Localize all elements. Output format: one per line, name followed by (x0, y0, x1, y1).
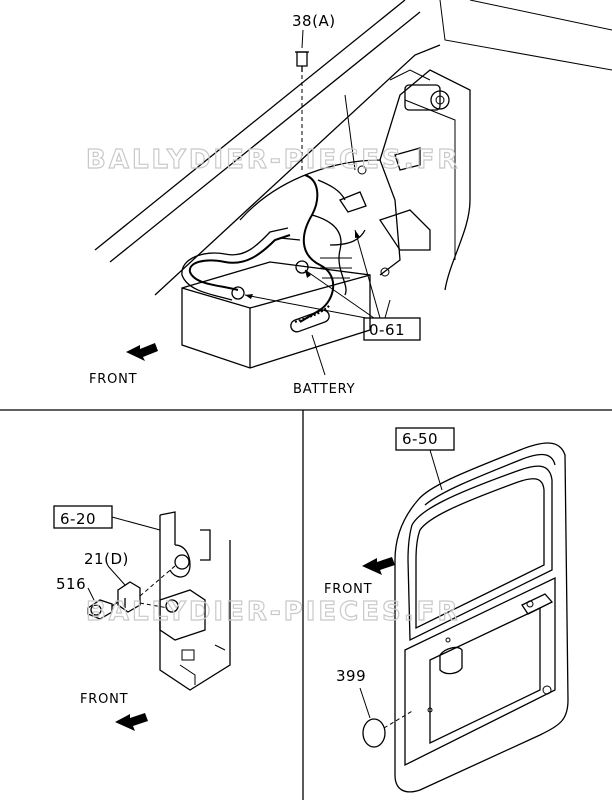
label-battery: BATTERY (293, 382, 355, 397)
label-516: 516 (56, 575, 86, 593)
label-6-20: 6-20 (60, 510, 96, 528)
watermark-top: BALLYDIER-PIECES.FR (86, 145, 460, 175)
label-front-left: FRONT (80, 692, 128, 707)
wiper-motor (389, 69, 450, 111)
label-6-50: 6-50 (402, 430, 438, 448)
front-arrow-top-icon (126, 343, 158, 361)
front-arrow-right-icon (362, 557, 395, 575)
clip-and-bolt (87, 565, 176, 620)
leaders-0-61 (244, 229, 421, 341)
engine-bay-drawing (94, 0, 612, 296)
bracket-drawing (159, 511, 231, 691)
bolt-38a (295, 29, 309, 170)
battery (181, 227, 371, 369)
label-front-right: FRONT (324, 582, 372, 597)
label-38a: 38(A) (292, 12, 336, 30)
rear-door-drawing (359, 442, 569, 793)
front-arrow-left-icon (115, 713, 148, 731)
label-front-top: FRONT (89, 372, 137, 387)
wiring-harness (279, 174, 366, 333)
ref-6-20 (53, 505, 161, 531)
panel-dividers (0, 409, 612, 800)
label-399: 399 (336, 667, 366, 685)
label-0-61: 0-61 (369, 321, 405, 339)
battery-leader (311, 334, 326, 376)
ref-6-50 (395, 427, 455, 491)
label-21d: 21(D) (84, 550, 129, 568)
watermark-bottom: BALLYDIER-PIECES.FR (86, 597, 460, 627)
